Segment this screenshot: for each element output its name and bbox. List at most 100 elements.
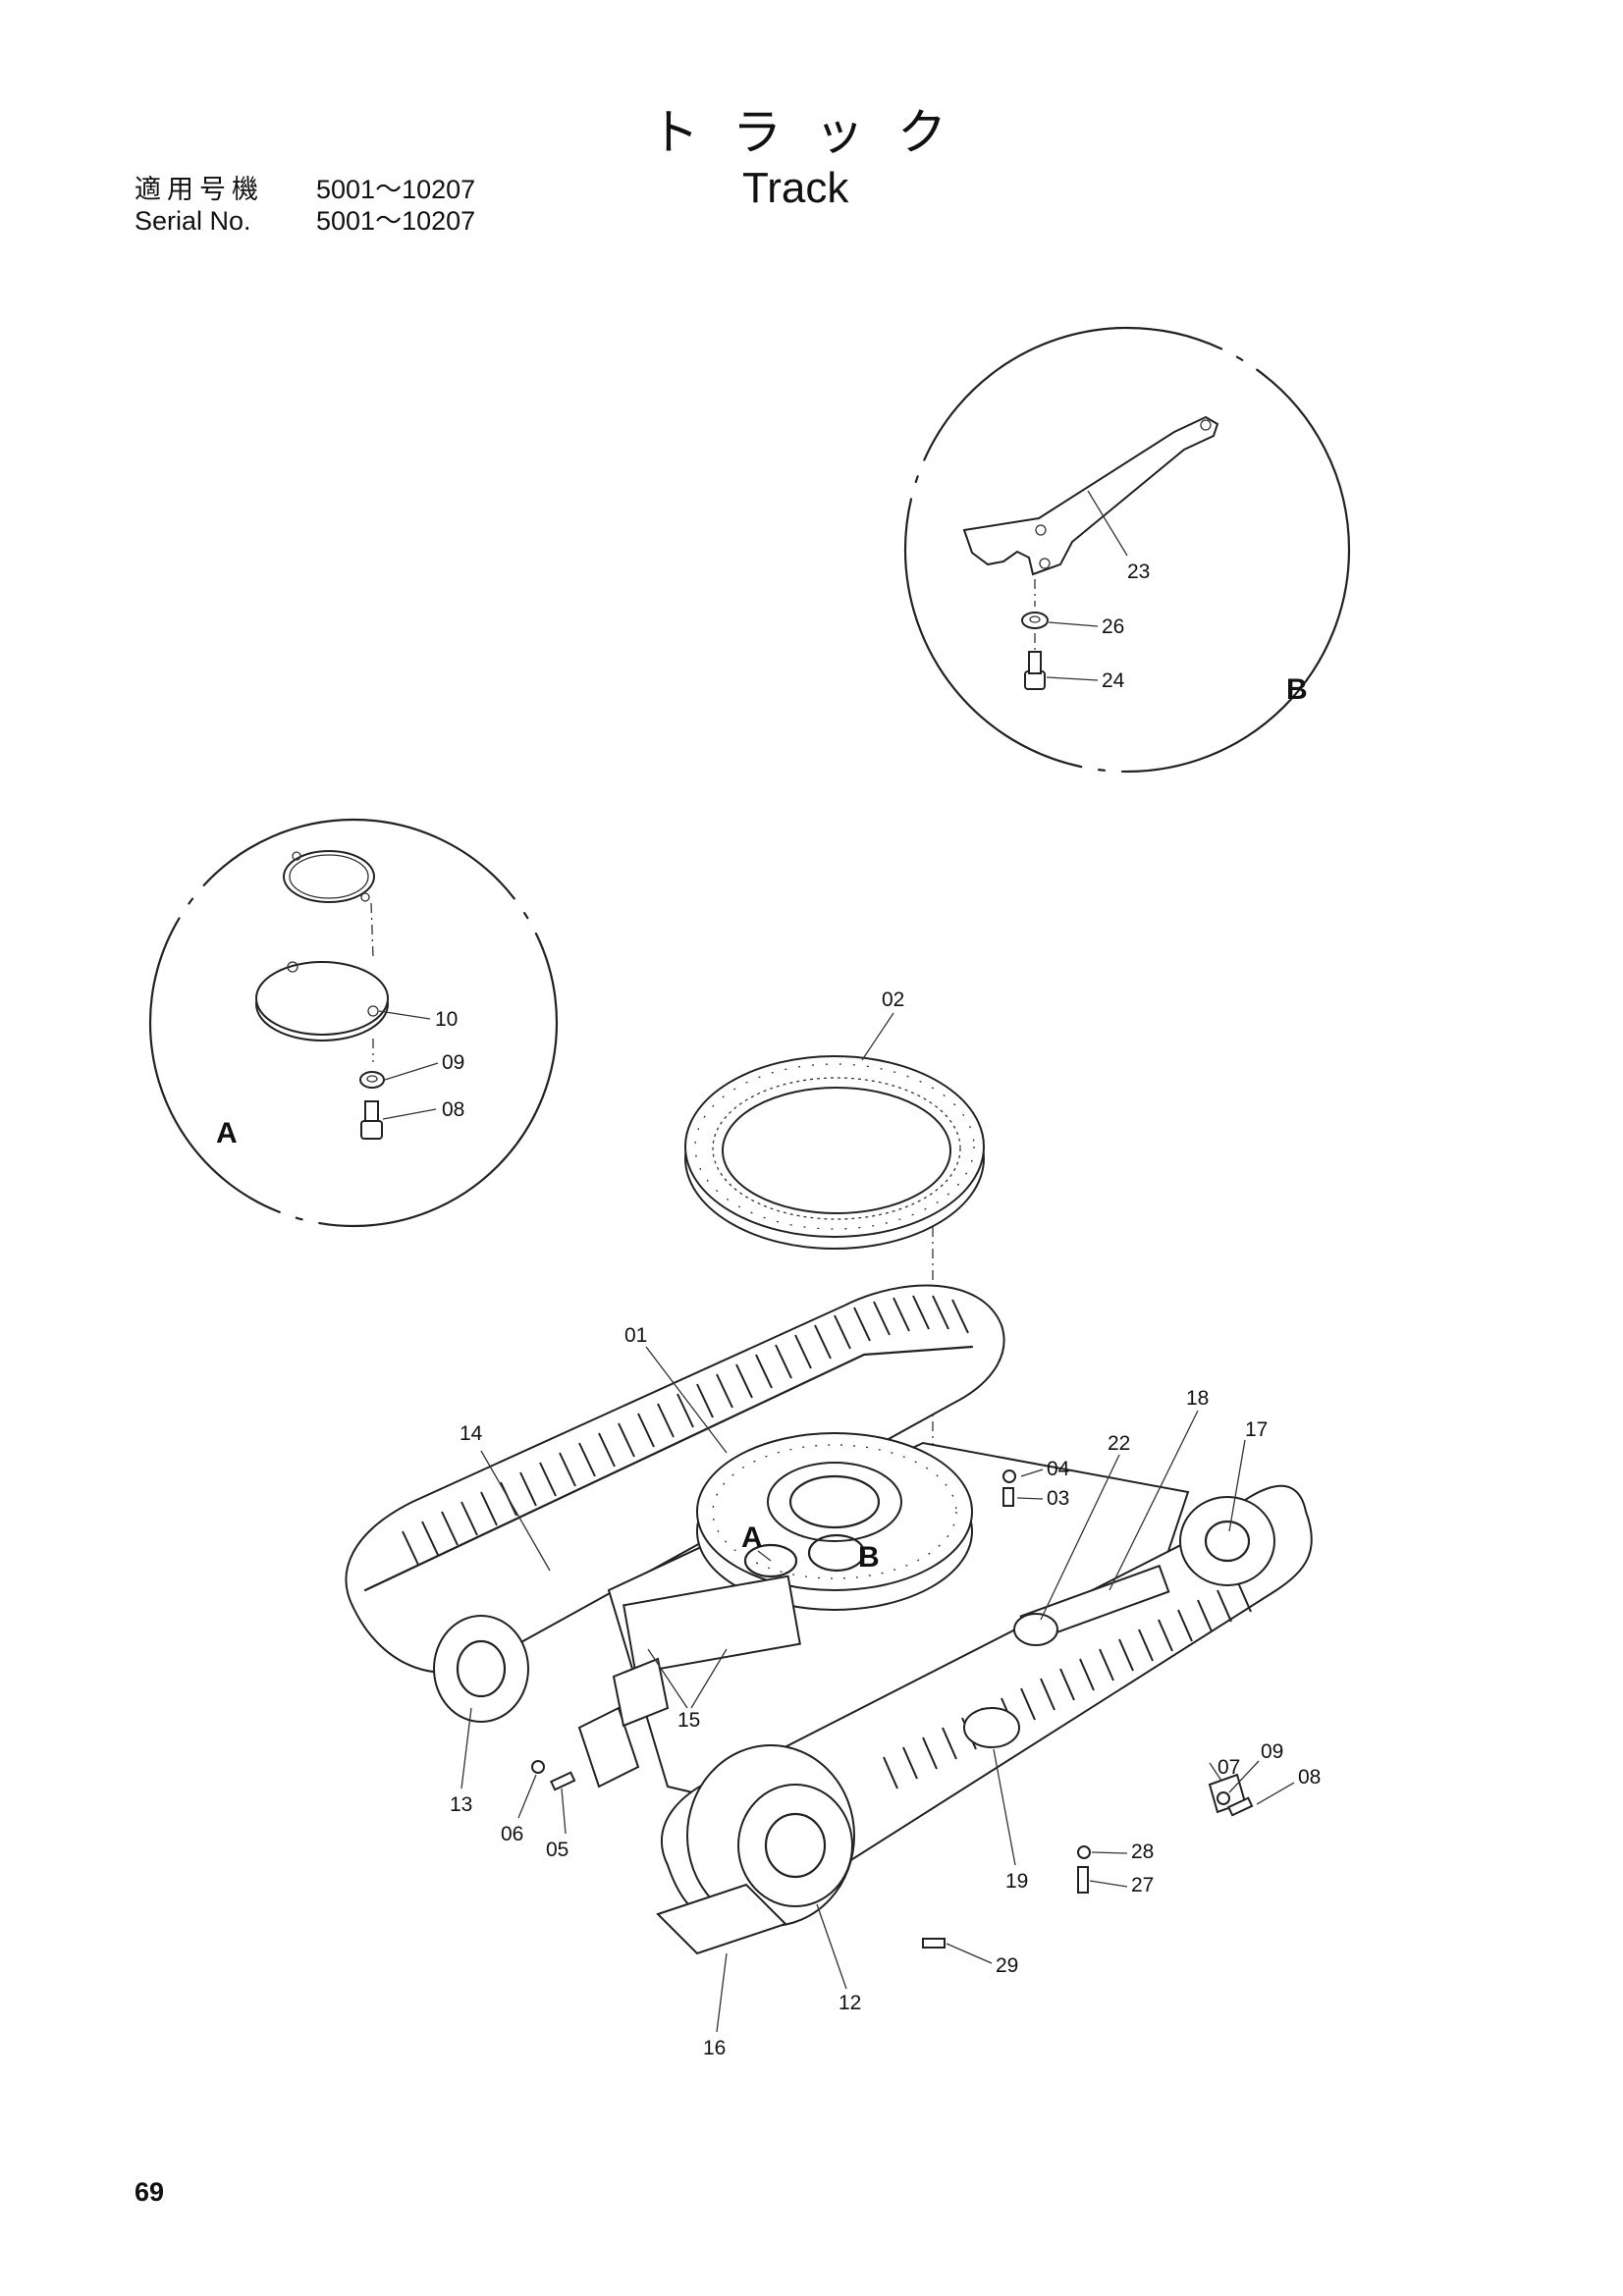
center-joint-ring [767, 1462, 902, 1542]
left-rear-idler [433, 1615, 529, 1723]
wrench-hole-lower [1039, 558, 1051, 569]
page-title-japanese: トラック [650, 104, 980, 161]
bolt-04-washer [1002, 1469, 1016, 1483]
wrench-hole-upper [1200, 419, 1212, 431]
left-track-treads [402, 1295, 969, 1566]
leader-13 [460, 1707, 472, 1789]
leader-15-a [647, 1648, 688, 1709]
serial-number-label: Serial No. [135, 206, 251, 236]
callout-06: 06 [501, 1823, 524, 1845]
undercarriage-assembly [345, 1284, 1313, 1955]
callout-27: 27 [1131, 1874, 1155, 1896]
callout-17: 17 [1245, 1418, 1269, 1441]
detail-b-circle [903, 326, 1351, 774]
bolt-05 [550, 1771, 576, 1791]
leader-17 [1228, 1439, 1246, 1532]
gasket-ring-outer [283, 850, 375, 903]
leader-29 [946, 1943, 993, 1964]
callout-14: 14 [460, 1422, 483, 1445]
swing-bearing-inner-bore [722, 1087, 951, 1214]
detail-b-letter: B [1286, 673, 1308, 706]
washer-26-hole [1029, 615, 1041, 623]
washer-28 [1077, 1845, 1091, 1859]
page-number: 69 [135, 2177, 165, 2207]
swing-bearing-group [684, 1012, 985, 1472]
leader-26 [1048, 621, 1099, 627]
gasket-hole-left [292, 851, 301, 861]
bolt-08-b [1227, 1796, 1254, 1817]
gasket-ring-inner [289, 854, 369, 899]
center-joint-bore [788, 1474, 881, 1529]
callout-16: 16 [703, 2037, 727, 2059]
pin-29 [922, 1938, 946, 1949]
callout-02: 02 [882, 988, 905, 1011]
wrench-hole-mid [1035, 524, 1047, 536]
leader-07 [1209, 1762, 1222, 1782]
swing-bearing-inner-gear [712, 1077, 961, 1220]
callout-08-a: 08 [442, 1098, 465, 1121]
callout-03: 03 [1047, 1487, 1070, 1510]
leader-14 [480, 1450, 551, 1572]
washer-26-shape [1021, 612, 1049, 629]
callout-13: 13 [450, 1793, 473, 1816]
washer-06 [531, 1760, 545, 1774]
callout-19: 19 [1005, 1870, 1029, 1893]
callout-23: 23 [1127, 561, 1151, 583]
leader-10 [378, 1010, 431, 1020]
leader-09-b [1228, 1760, 1260, 1793]
callout-10: 10 [435, 1008, 459, 1031]
applicable-models-range: 5001～10207 [316, 175, 476, 204]
upper-roller-block-15 [622, 1575, 801, 1675]
front-idler-17 [1179, 1496, 1275, 1586]
callout-29: 29 [996, 1954, 1019, 1977]
cover-plate-10-face [255, 961, 389, 1036]
left-rear-idler-hub [456, 1639, 507, 1698]
leader-15-b [690, 1648, 728, 1709]
callout-28: 28 [1131, 1841, 1155, 1863]
callout-12: 12 [839, 1992, 862, 2014]
grease-fitting-22 [1013, 1613, 1058, 1646]
track-shoe-16 [656, 1883, 787, 1955]
leader-08-b [1256, 1782, 1295, 1805]
leader-04 [1020, 1468, 1044, 1477]
leader-06 [517, 1774, 537, 1819]
leader-22 [1040, 1454, 1120, 1621]
callout-09-a: 09 [442, 1051, 465, 1074]
callout-18: 18 [1186, 1387, 1210, 1410]
callout-08-b: 08 [1298, 1766, 1322, 1789]
leader-24 [1046, 676, 1099, 681]
page-title-english: Track [742, 164, 849, 212]
swing-bearing-bolt-circle [694, 1063, 975, 1230]
bolt-24-shank [1028, 651, 1042, 674]
left-track-inner-edge [363, 1345, 974, 1592]
leader-16 [716, 1952, 728, 2033]
washer-09-a-hole [366, 1075, 378, 1083]
callout-24: 24 [1102, 669, 1125, 692]
washer-09-a-shape [359, 1071, 385, 1089]
leader-23 [1087, 490, 1128, 557]
travel-motor-hub [764, 1812, 827, 1879]
leader-a-location [757, 1550, 772, 1562]
leader-12 [816, 1903, 847, 1990]
detail-a-letter: A [216, 1117, 238, 1149]
leader-08-a [382, 1108, 437, 1120]
detail-a-group [148, 818, 559, 1228]
bolt-08-a-head [360, 1120, 383, 1140]
callout-07: 07 [1217, 1756, 1241, 1779]
location-circle-b [807, 1533, 866, 1573]
leader-09-a [384, 1062, 439, 1081]
gasket-to-plate-center-line [370, 902, 374, 958]
washer-09-b [1217, 1791, 1230, 1805]
cover-plate-hole-left [287, 961, 298, 973]
leader-18 [1109, 1410, 1199, 1591]
undercarriage-leaders [460, 1346, 1295, 2033]
cover-bracket-05 [577, 1706, 640, 1789]
callout-15: 15 [677, 1709, 701, 1732]
callout-26: 26 [1102, 615, 1125, 638]
location-a-letter: A [741, 1522, 763, 1554]
lower-roller-19 [963, 1707, 1020, 1748]
track-guard-13 [612, 1657, 670, 1728]
leader-05 [561, 1788, 567, 1835]
